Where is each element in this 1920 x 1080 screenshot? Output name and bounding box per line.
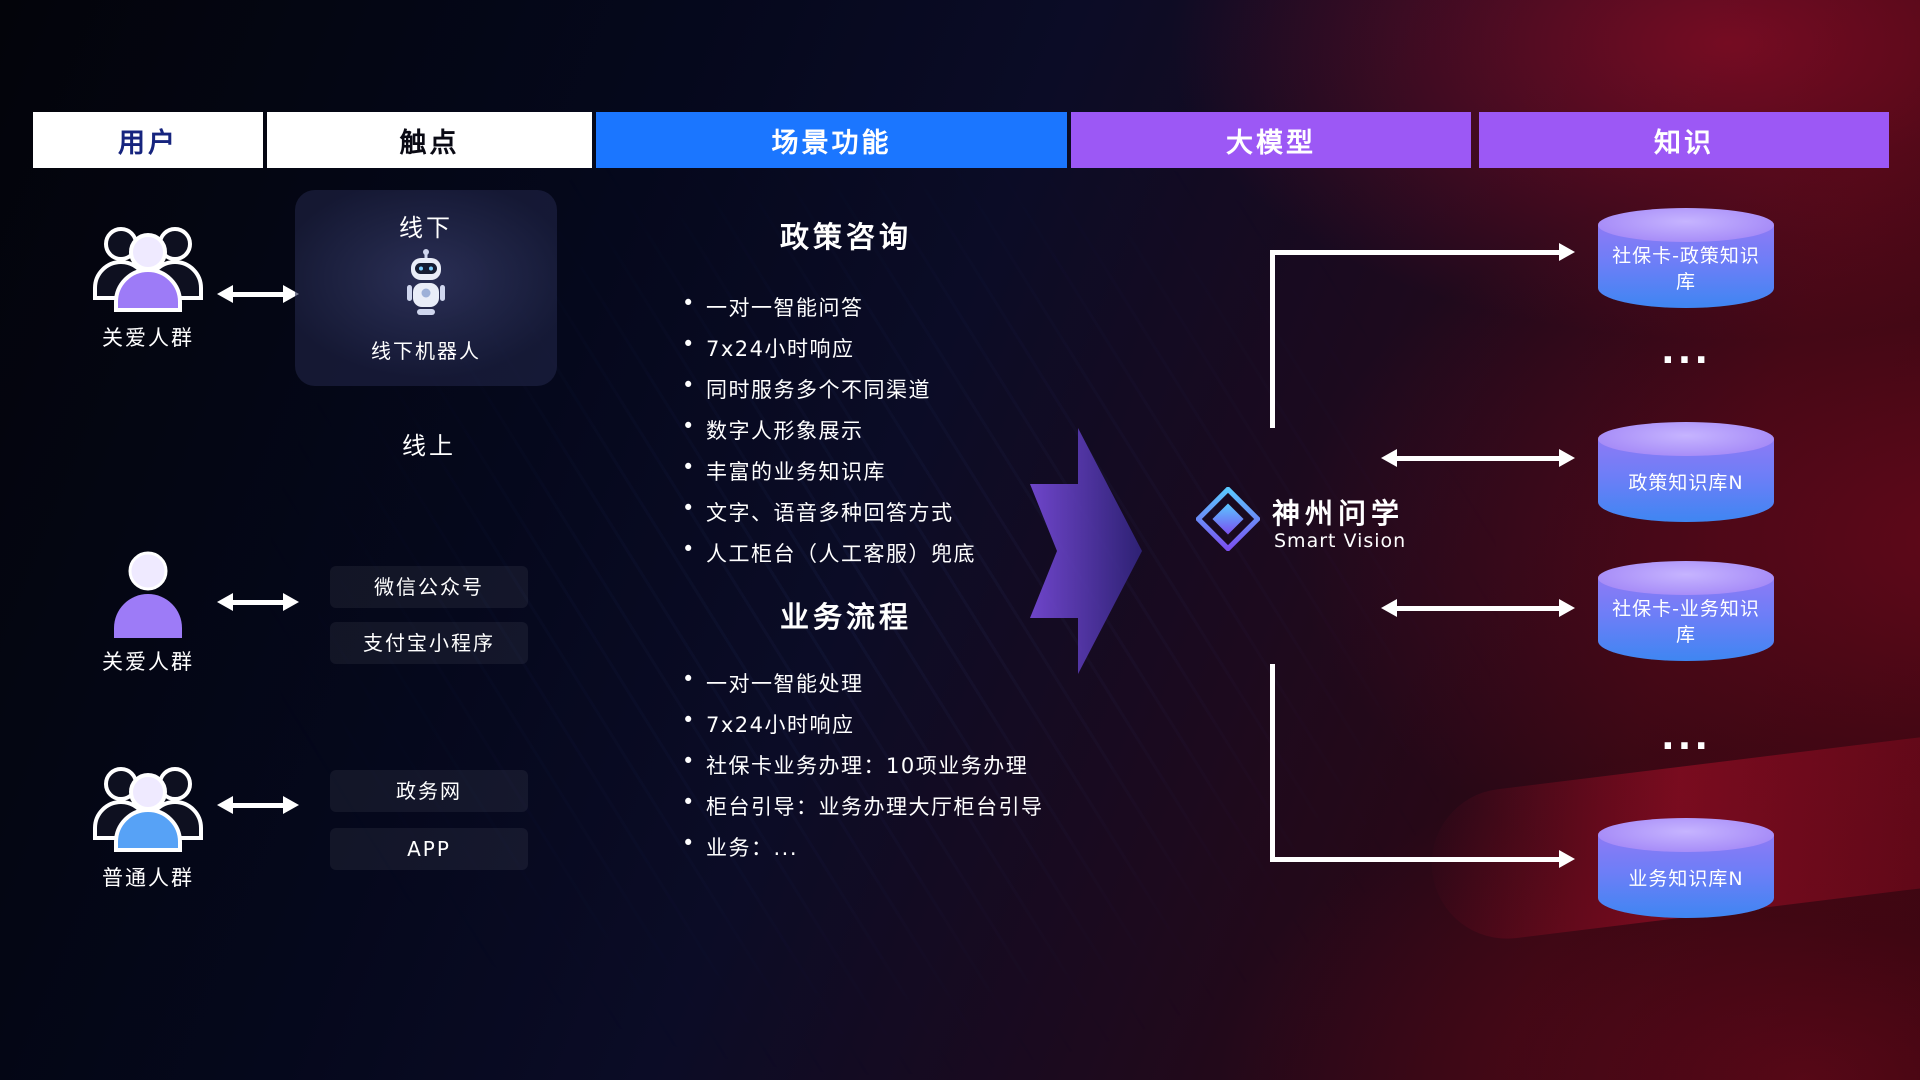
users-touch-arrow-2 (217, 593, 299, 611)
scene-bullet: 一对一智能问答 (680, 291, 976, 322)
header-knowledge: 知识 (1479, 112, 1889, 168)
channel-app: APP (330, 828, 528, 870)
users-touch-arrow-3 (217, 796, 299, 814)
scene-policy-list: 一对一智能问答 7x24小时响应 同时服务多个不同渠道 数字人形象展示 丰富的业… (680, 291, 976, 579)
smart-vision-logo-icon (1196, 487, 1260, 551)
kb-cylinder-business-n: 业务知识库N (1598, 818, 1774, 918)
user-single-care: 关爱人群 (83, 548, 213, 676)
online-title: 线上 (402, 432, 456, 460)
scene-bullet: 丰富的业务知识库 (680, 455, 976, 486)
ellipsis: ... (1660, 331, 1712, 372)
connector-kb2-double-arrow (1381, 449, 1575, 467)
kb-cylinder-policy-n: 政策知识库N (1598, 422, 1774, 522)
scene-title-business: 业务流程 (779, 600, 912, 634)
model-name: 神州问学 (1272, 497, 1405, 530)
scene-bullet: 一对一智能处理 (680, 667, 1044, 698)
offline-device-label: 线下机器人 (371, 339, 481, 363)
scene-bullet: 人工柜台（人工客服）兜底 (680, 537, 976, 568)
flow-arrow-icon (1030, 428, 1142, 674)
channel-alipay-miniapp: 支付宝小程序 (330, 622, 528, 664)
cylinder-top (1598, 561, 1774, 595)
cylinder-top (1598, 208, 1774, 242)
scene-bullet: 同时服务多个不同渠道 (680, 373, 976, 404)
user-label: 关爱人群 (102, 650, 194, 674)
offline-title: 线下 (399, 214, 453, 242)
model-subtitle: Smart Vision (1274, 530, 1407, 552)
user-group-care-1: 关爱人群 (83, 218, 213, 352)
robot-icon (407, 249, 445, 315)
offline-touchpoint-card: 线下 线下机器人 (295, 190, 557, 386)
header-users: 用户 (33, 112, 263, 168)
header-large-model: 大模型 (1071, 112, 1471, 168)
connector-to-kb4-arrow (1270, 850, 1575, 868)
scene-bullet: 文字、语音多种回答方式 (680, 496, 976, 527)
connector-up-vertical (1270, 250, 1275, 428)
scene-title-policy: 政策咨询 (779, 220, 912, 254)
user-label: 普通人群 (102, 866, 194, 890)
kb-cylinder-social-business: 社保卡-业务知识库 (1598, 561, 1774, 661)
scene-bullet: 数字人形象展示 (680, 414, 976, 445)
scene-business-list: 一对一智能处理 7x24小时响应 社保卡业务办理：10项业务办理 柜台引导：业务… (680, 667, 1044, 873)
kb-cylinder-social-policy: 社保卡-政策知识库 (1598, 208, 1774, 308)
person-icon (114, 551, 182, 638)
people-group-icon (93, 227, 203, 312)
cylinder-top (1598, 422, 1774, 456)
scene-bullet: 7x24小时响应 (680, 332, 976, 363)
cylinder-top (1598, 818, 1774, 852)
user-label: 关爱人群 (102, 326, 194, 350)
channel-wechat: 微信公众号 (330, 566, 528, 608)
header-touchpoints: 触点 (267, 112, 592, 168)
connector-down-vertical (1270, 664, 1275, 860)
scene-bullet: 7x24小时响应 (680, 708, 1044, 739)
scene-bullet: 业务：... (680, 831, 1044, 862)
users-touch-arrow-1 (217, 285, 299, 303)
connector-kb3-double-arrow (1381, 599, 1575, 617)
header-scene-functions: 场景功能 (596, 112, 1067, 168)
kb-label: 社保卡-政策知识库 (1612, 245, 1760, 293)
kb-label: 政策知识库N (1628, 472, 1744, 495)
scene-bullet: 社保卡业务办理：10项业务办理 (680, 749, 1044, 780)
people-group-icon (93, 767, 203, 852)
scene-bullet: 柜台引导：业务办理大厅柜台引导 (680, 790, 1044, 821)
ellipsis: ... (1660, 717, 1712, 758)
channel-gov-web: 政务网 (330, 770, 528, 812)
kb-label: 社保卡-业务知识库 (1612, 598, 1760, 646)
user-group-general: 普通人群 (83, 758, 213, 892)
kb-label: 业务知识库N (1628, 868, 1744, 891)
connector-to-kb1-arrow (1270, 243, 1575, 261)
